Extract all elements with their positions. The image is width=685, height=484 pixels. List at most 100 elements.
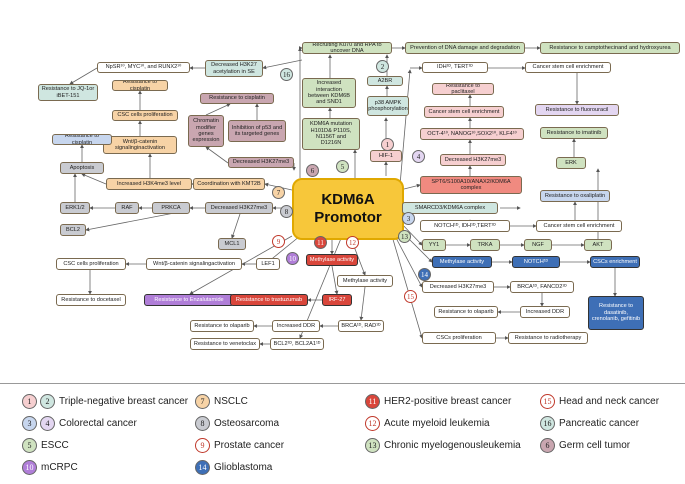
marker-4: 4 xyxy=(412,150,425,163)
prkca-box: PRKCA xyxy=(152,202,190,214)
decreased-h3k27me3-pink-box: Decreased H3K27me3 xyxy=(440,154,506,166)
increased-interaction-kdm6b-box: Increased interaction between KDM6B and … xyxy=(302,78,356,108)
increased-ddr-right-box: Increased DDR xyxy=(520,306,570,318)
central-title: KDM6A xyxy=(321,191,375,208)
legend-marker: 8 xyxy=(195,416,210,431)
legend-label: Head and neck cancer xyxy=(559,396,660,407)
legend-marker: 1 xyxy=(22,394,37,409)
legend-marker: 14 xyxy=(195,460,210,475)
erk12-box: ERK1/2 xyxy=(60,202,90,214)
cscs-proliferation-box: CSCs proliferation xyxy=(422,332,496,344)
akt-box: AKT xyxy=(584,239,612,251)
increased-ddr-left-box: Increased DDR xyxy=(272,320,320,332)
resistance-fluorouracil-box: Resistance to fluorouracil xyxy=(535,104,619,116)
connector-19 xyxy=(399,69,412,186)
smarcd3-complex-box: SMARCD3/KDM6A complex xyxy=(402,202,498,214)
legend-label: Colorectal cancer xyxy=(59,418,137,429)
mcl1-box: MCL1 xyxy=(218,238,246,250)
connector-10 xyxy=(69,67,98,85)
brca-fancd2-box: BRCA¹ᴰ, FANCD2¹ᴰ xyxy=(510,281,574,293)
legend-item: 6 Germ cell tumor xyxy=(540,438,630,453)
connector-46 xyxy=(267,235,301,263)
bcl2-box: BCL2 xyxy=(60,224,86,236)
trka-box: TRKA xyxy=(470,239,500,251)
legend-marker: 10 xyxy=(22,460,37,475)
legend-marker: 5 xyxy=(22,438,37,453)
legend-marker: 15 xyxy=(540,394,555,409)
legend-item: 15 Head and neck cancer xyxy=(540,394,659,409)
erk-right-box: ERK xyxy=(556,157,586,169)
yy1-box: YY1 xyxy=(422,239,446,251)
marker-16: 16 xyxy=(280,68,293,81)
marker-8: 8 xyxy=(280,205,293,218)
legend-marker: 4 xyxy=(40,416,55,431)
resistance-trastuzumab-box: Resistance to trastuzumab xyxy=(230,294,308,306)
legend-item: 14 Glioblastoma xyxy=(195,460,272,475)
legend-marker: 2 xyxy=(40,394,55,409)
marker-9: 9 xyxy=(272,235,285,248)
marker-3: 3 xyxy=(402,212,415,225)
methylase-activity-navy-box: Methylase activity xyxy=(432,256,492,268)
legend-item: 7 NSCLC xyxy=(195,394,248,409)
connector-41 xyxy=(231,213,241,239)
chromatin-modifier-box: Chromatin modifier genes expression xyxy=(188,115,224,147)
resistance-docetaxel-box: Resistance to docetaxel xyxy=(56,294,126,306)
resistance-venetoclax-box: Resistance to venetoclax xyxy=(190,338,260,350)
ngf-box: NGF xyxy=(524,239,552,251)
connector-42 xyxy=(205,146,229,164)
legend-label: Pancreatic cancer xyxy=(559,418,640,429)
wnt-catenin-orange-box: Wnt/β-catenin signalinginactivation xyxy=(103,136,177,154)
legend-marker: 7 xyxy=(195,394,210,409)
brca-rad-box: BRCA¹ᴰ, RAD¹ᴰ xyxy=(338,320,384,332)
npsr-myc-runx2-box: NpSR¹⁰, MYC¹⁰, and RUNX2¹⁰ xyxy=(97,62,190,73)
cscs-enrichment-navy-box: CSCs enrichment xyxy=(590,256,640,268)
hif1-box: HIF-1 xyxy=(370,150,402,162)
resistance-camptothecin-box: Resistance to camptothecinand and hydrox… xyxy=(540,42,680,54)
resistance-oxaliplatin-box: Resistance to oxaliplatin xyxy=(540,190,610,202)
legend-marker: 6 xyxy=(540,438,555,453)
legend-marker: 12 xyxy=(365,416,380,431)
wnt-catenin-left-box: Wnt/β-catenin signalingactivation xyxy=(146,258,242,270)
marker-14: 14 xyxy=(418,268,431,281)
marker-12: 12 xyxy=(346,236,359,249)
resistance-enzalutamide-box: Resistance to Enzalutamide xyxy=(144,294,234,306)
marker-10: 10 xyxy=(286,252,299,265)
decreased-h3k27me3-white-box: Decreased H3K27me3 xyxy=(422,281,494,293)
legend-label: Triple-negative breast cancer xyxy=(59,396,189,407)
resistance-imatinib-box: Resistance to imatinib xyxy=(540,127,608,139)
csc-proliferation-orange-box: CSC cells proliferation xyxy=(112,110,178,121)
inhibition-p53-box: Inhibition of p53 and its targeted genes xyxy=(228,120,286,142)
cancer-stem-cell-pink-box: Cancer stem cell enrichment xyxy=(424,106,504,118)
connector-73 xyxy=(391,235,424,339)
increased-h3k4me3-box: Increased H3K4me3 level xyxy=(106,178,192,190)
coordination-kmt2b-box: Coordination with KMT2B xyxy=(193,178,265,190)
resistance-olaparib-right-box: Resistance to olaparib xyxy=(434,306,498,318)
bcl2-bcl2a1-box: BCL2¹ᴰ, BCL2A1¹ᴰ xyxy=(270,338,324,350)
legend-label: NSCLC xyxy=(214,396,248,407)
marker-15: 15 xyxy=(404,290,417,303)
legend-marker: 9 xyxy=(195,438,210,453)
irf27-box: IRF-27 xyxy=(322,294,352,306)
legend-marker: 16 xyxy=(540,416,555,431)
marker-1: 1 xyxy=(381,138,394,151)
decreased-h3k27me3-gray-box: Decreased H3K27me3 xyxy=(205,202,273,214)
marker-7: 7 xyxy=(272,186,285,199)
notch-navy-box: NOTCH¹ᴰ xyxy=(512,256,560,268)
legend-label: Germ cell tumor xyxy=(559,440,631,451)
marker-6: 6 xyxy=(306,164,319,177)
legend-label: mCRPC xyxy=(41,462,78,473)
idh-tert-top-box: IDH¹ᴰ, TERT¹ᴰ xyxy=(422,62,488,73)
legend-label: Glioblastoma xyxy=(214,462,273,473)
decreased-h3k27-acetylation-box: Decreased H3K27 acetylation in SE xyxy=(205,60,263,77)
central-subtitle: Promotor xyxy=(314,209,382,226)
resistance-paclitaxel-box: Resistance to paclitaxel xyxy=(432,83,494,95)
legend-marker: 3 xyxy=(22,416,37,431)
oct4-nanog-sox2-klf4-box: OCT-4¹⁰, NANOG¹⁰,SOX2¹⁰, KLF4¹⁰ xyxy=(420,128,524,140)
legend-label: Prostate cancer xyxy=(214,440,285,451)
